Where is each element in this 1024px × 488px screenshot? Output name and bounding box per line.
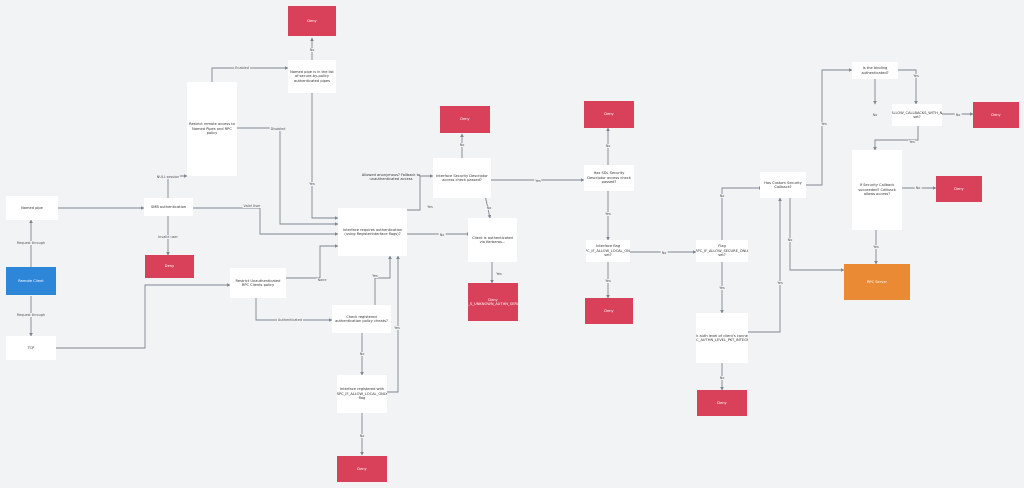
deny-r1-node[interactable]: Deny [973,102,1019,128]
check-auth-level-node[interactable]: Check auth level of client's connection … [696,313,748,363]
edge-registered-flag-yes [384,255,400,393]
edge-label-yes: Yes [604,279,612,283]
deny-r2-node[interactable]: Deny [936,176,982,202]
named-pipe-node[interactable]: Named pipe [6,196,58,220]
edge-restrict-unauth-to-interface [286,244,339,279]
edge-label-no: No [604,144,612,148]
edge-label-yes: Yes [393,326,401,330]
edge-label-yes: Yes [426,205,434,209]
edge-restrict-disabled [237,127,339,226]
tcp-node[interactable]: TCP [6,336,56,360]
edge-label-no: No [871,113,879,117]
flag-secure-node[interactable]: Flag RPC_IF_ALLOW_SECURE_ONLY set? [696,240,748,262]
edge-label-yes: Yes [718,286,726,290]
edge-label-authenticated: Authenticated [277,318,303,322]
edge-label-yes: Yes [912,74,920,78]
edge-named-pipe-check-to-interface [311,92,339,220]
edge-label-yes: Yes [872,245,880,249]
edge-label-no: No [718,376,726,380]
deny-mid-node[interactable]: Deny [440,106,490,133]
edge-label-yes: Yes [495,272,503,276]
edge-label-yes: Yes [776,281,784,285]
edge-label-no: No [458,143,466,147]
interface-registered-node[interactable]: Interface registered with RPC_IF_ALLOW_L… [337,375,387,413]
deny-sd-bottom-node[interactable]: Deny [585,298,633,324]
named-pipe-check-node[interactable]: Named pipe is in the list of secure-by-p… [288,60,336,93]
is-binding-node[interactable]: Is the binding authenticated? [852,62,898,79]
edge-label-no: No [786,238,794,242]
deny-auth-node[interactable]: Deny [697,390,747,416]
edge-label-no: No [308,48,316,52]
edge-label-no: No [660,251,668,255]
has-custom-node[interactable]: Has Custom Security Callback? [760,172,806,198]
remote-client-node[interactable]: Remote Client [6,267,56,295]
edge-label-none: None [316,278,328,282]
edge-check-registered-yes [374,255,392,305]
has-sd-node[interactable]: Has SDL Security Descriptor access check… [584,165,634,191]
edge-custom-to-rpc [789,198,845,272]
edge-restrict-unauth-to-check [255,297,333,322]
edge-label-no: No [358,352,366,356]
rpc-if-allow-node[interactable]: RPC_IF_ALLOW_CALLBACKS_WITH_NO_AUTH set? [892,104,942,126]
edge-allow-to-if-security [873,125,919,151]
edge-label-enabled: Enabled [234,66,250,70]
edge-label-yes: Yes [371,274,379,278]
deny-sd-top-node[interactable]: Deny [584,101,634,128]
edge-label-yes: Yes [308,182,316,186]
client-authenticated-node[interactable]: Client is authenticated via Kerberos... [468,218,517,262]
edge-label-no: No [358,434,366,438]
rpc-server-node[interactable]: RPC Server [844,264,910,300]
if-security-node[interactable]: If Security Callback succeeded? Callback… [852,150,902,230]
interface-flag-node[interactable]: Interface flag RPC_IF_ALLOW_LOCAL_ONLY s… [586,240,630,262]
deny-unknown-node[interactable]: Deny RPC_S_UNKNOWN_AUTHN_SERVICE [468,283,518,321]
deny-left-node[interactable]: Deny [145,255,194,278]
edge-binding-yes [898,69,918,105]
restrict-remote-node[interactable]: Restrict remote access to Named Pipes an… [187,82,237,176]
edge-label-no: No [954,113,962,117]
edge-secure-to-custom [721,186,763,240]
edge-label-no: No [485,206,493,210]
edge-label-disabled: Disabled [269,127,287,131]
deny-bottom-node[interactable]: Deny [337,456,387,482]
edge-smb-to-restrict [167,174,188,200]
edge-label-no: No [438,233,446,237]
edge-label-no: No [718,194,726,198]
edge-custom-to-binding [805,68,853,186]
interface-security-node[interactable]: Interface Security Descriptor access che… [433,158,491,198]
edge-label-invalid-user: Invalid user [157,235,179,239]
edge-smb-valid-user [193,207,339,236]
restrict-unauth-node[interactable]: Restrict Unauthenticated RPC Clients pol… [230,268,286,298]
edge-label-no: No [914,186,922,190]
edge-label-null-session: NULL session [155,175,181,179]
edge-label-request-through-1: Request through [15,241,47,245]
edge-label-request-through-2: Request through [15,313,47,317]
edge-tcp-to-restrict-unauth [56,283,231,349]
smb-auth-node[interactable]: SMB authentication [144,198,193,216]
check-registered-node[interactable]: Check registered authentication policy c… [332,305,391,333]
edge-label-valid-user: Valid User [242,204,262,208]
interface-auth-node[interactable]: Interface requires authentication (using… [338,208,407,256]
edge-restrict-to-named-pipe-check [211,66,289,82]
edge-label-yes: Yes [820,122,828,126]
allowed-anonymous-node[interactable]: Allowed anonymous? Fallback to unauthent… [361,172,421,181]
edge-interface-to-security [398,174,434,211]
edge-label-yes: Yes [908,140,916,144]
edge-check-auth-yes [748,197,782,333]
edge-label-yes: Yes [604,212,612,216]
deny-top-node[interactable]: Deny [288,6,336,36]
edge-label-yes: Yes [534,179,542,183]
